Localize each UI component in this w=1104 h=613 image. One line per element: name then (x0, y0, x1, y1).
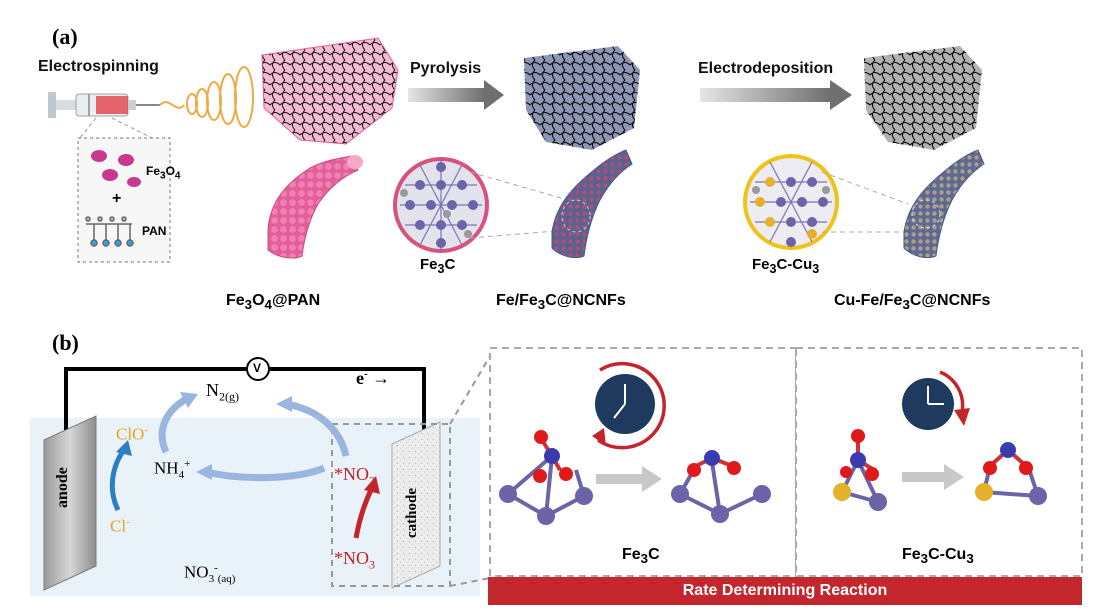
rate-determining-label: Rate Determining Reaction (682, 582, 888, 599)
pyrolysis-arrow (408, 80, 504, 110)
no3-adsorbed-label: *NO3 (334, 548, 375, 572)
mechanism-arrow (902, 464, 964, 490)
cathode-plate (391, 421, 441, 589)
adsorbed-no2-fe3c-cu3-initial (833, 429, 887, 511)
carbon-fiber-mat (524, 46, 640, 150)
electrodeposition-label: Electrodeposition (698, 60, 834, 77)
electrospinning-label: Electrospinning (38, 58, 159, 75)
fe3c-box-label: Fe3C (622, 546, 660, 567)
product-fe-fe3c-ncnfs: Fe/Fe3C@NCNFs (496, 292, 626, 313)
fe3c-circle-label: Fe3C (420, 256, 456, 276)
reaction-arrows (109, 392, 380, 539)
adsorbed-no2-fe3c-initial (499, 430, 593, 525)
pan-polymer-icon (85, 216, 134, 247)
fe3c-cu3-box-label: Fe3C-Cu3 (902, 546, 974, 567)
adsorbed-no2-fe3c-final (671, 450, 771, 523)
fe3o4-inset-label: Fe3O4 (146, 164, 181, 182)
spinning-jet-icon (159, 66, 254, 128)
nh4-label: NH4+ (154, 458, 191, 482)
pan-inset-label: PAN (142, 224, 167, 238)
anode-label: anode (54, 467, 71, 508)
rate-determining-banner (488, 577, 1082, 605)
nitrate-aq-label: NO3-(aq) (184, 562, 236, 586)
fe3c-cu3-circle-label: Fe3C-Cu3 (752, 256, 820, 276)
electron-flow-label: e- → (356, 368, 391, 388)
cu-fe-fe3c-ncnf-fiber (903, 149, 985, 259)
electrodeposition-arrow (700, 80, 852, 110)
panel-letter-a: (a) (52, 24, 78, 49)
syringe-icon (48, 92, 160, 118)
voltmeter-icon (246, 357, 270, 381)
fe3c-lattice-circle (393, 157, 489, 253)
fe3o4-particles (91, 150, 141, 187)
product-cu-fe-fe3c-ncnfs: Cu-Fe/Fe3C@NCNFs (834, 292, 991, 313)
mechanism-arrow (596, 466, 662, 492)
cathode-label: cathode (404, 488, 420, 538)
inset-plus: + (112, 190, 122, 207)
clo-label: ClO- (116, 424, 149, 444)
clock-icon (592, 361, 666, 450)
product-fe3o4-pan: Fe3O4@PAN (226, 292, 321, 313)
n2-label: N2(g) (206, 380, 239, 404)
adsorbed-no2-fe3c-cu3-final (975, 442, 1047, 505)
voltmeter-label: V (253, 361, 262, 375)
pink-fiber-mat (261, 37, 399, 145)
fe3o4-pan-fiber (267, 155, 363, 259)
external-circuit (64, 367, 426, 448)
panel-letter-b: (b) (52, 330, 79, 355)
cathode-zoom-region (331, 423, 451, 587)
anode-plate (43, 415, 97, 591)
fe3c-cu3-lattice-circle (743, 154, 839, 250)
clock-icon (902, 370, 970, 430)
cu-coated-fiber-mat (864, 46, 982, 150)
no2-adsorbed-label: *NO2 (334, 464, 375, 488)
pyrolysis-label: Pyrolysis (410, 60, 482, 77)
fe-fe3c-ncnf-fiber (551, 149, 633, 259)
cl-label: Cl- (110, 516, 130, 536)
